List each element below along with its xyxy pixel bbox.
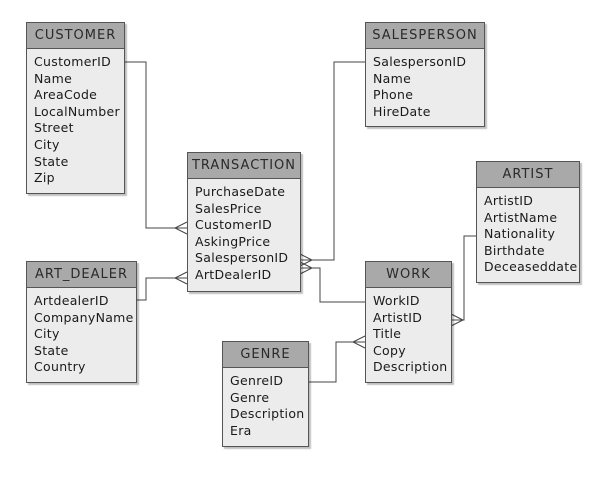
attribute-list: SalespersonID Name Phone HireDate (366, 49, 484, 120)
entity-title: CUSTOMER (27, 23, 124, 49)
attribute: Genre (230, 389, 270, 405)
attribute-list: WorkID ArtistID Title Copy Description (366, 288, 451, 376)
attribute: ArtistID (484, 193, 534, 208)
entity-title: SALESPERSON (366, 23, 484, 49)
attribute: AreaCode (34, 87, 98, 103)
attribute-list: CustomerID Name AreaCode LocalNumber Str… (27, 49, 124, 187)
entity-salesperson: SALESPERSON SalespersonID Name Phone Hir… (365, 22, 485, 127)
entity-art-dealer: ART_DEALER ArtdealerID CompanyName City … (26, 261, 137, 383)
rel-salesperson-transaction (300, 61, 365, 261)
attribute: Nationality (484, 226, 556, 242)
attribute: SalespersonID (195, 250, 289, 266)
entity-customer: CUSTOMER CustomerID Name AreaCode LocalN… (26, 22, 125, 194)
attribute: City (34, 326, 60, 342)
attribute-list: PurchaseDate SalesPrice CustomerID Askin… (188, 179, 300, 284)
attribute: CompanyName (34, 309, 134, 325)
attribute: SalespersonID (373, 54, 467, 69)
crowsfoot-transaction-customer (173, 221, 188, 235)
attribute: Description (230, 406, 305, 422)
attribute: AskingPrice (195, 233, 271, 249)
entity-title: TRANSACTION (188, 153, 300, 179)
entity-transaction: TRANSACTION PurchaseDate SalesPrice Cust… (187, 152, 301, 292)
rel-artdealer-transaction (137, 277, 187, 301)
entity-artist: ARTIST ArtistID ArtistName Nationality B… (476, 161, 580, 283)
entity-title: GENRE (223, 342, 308, 368)
attribute: PurchaseDate (195, 184, 286, 199)
attribute-list: GenreID Genre Description Era (223, 368, 308, 439)
rel-genre-work (308, 341, 365, 383)
attribute: Name (373, 70, 412, 86)
crowsfoot-transaction-work (299, 261, 314, 275)
entity-genre: GENRE GenreID Genre Description Era (222, 341, 309, 447)
attribute: Era (230, 422, 252, 438)
rel-customer-transaction (124, 61, 187, 229)
entity-title: ART_DEALER (27, 262, 136, 288)
rel-artist-work (451, 235, 476, 321)
entity-title: ARTIST (477, 162, 579, 188)
attribute: ArtdealerID (34, 293, 109, 308)
attribute: CustomerID (195, 217, 273, 233)
attribute: Street (34, 120, 74, 136)
attribute: Name (34, 70, 73, 86)
attribute: ArtistID (373, 309, 423, 325)
entity-title: WORK (366, 262, 451, 288)
attribute: ArtistName (484, 209, 558, 225)
attribute: Birthdate (484, 242, 545, 258)
attribute: Country (34, 359, 86, 375)
crowsfoot-work-artist (450, 313, 465, 327)
entity-work: WORK WorkID ArtistID Title Copy Descript… (365, 261, 452, 383)
attribute: HireDate (373, 103, 431, 119)
attribute: ArtDealerID (195, 266, 272, 282)
attribute: CustomerID (34, 54, 112, 69)
attribute-list: ArtistID ArtistName Nationality Birthdat… (477, 188, 579, 276)
attribute: Copy (373, 342, 406, 358)
rel-transaction-work (300, 267, 365, 303)
attribute: City (34, 136, 60, 152)
attribute: State (34, 342, 69, 358)
crowsfoot-work-genre (351, 335, 366, 349)
attribute: GenreID (230, 373, 284, 388)
attribute: Zip (34, 170, 55, 186)
attribute-list: ArtdealerID CompanyName City State Count… (27, 288, 136, 376)
attribute: State (34, 153, 69, 169)
attribute: Description (373, 359, 448, 375)
attribute: LocalNumber (34, 103, 120, 119)
attribute: Deceaseddate (484, 259, 578, 275)
attribute: SalesPrice (195, 200, 262, 216)
attribute: Phone (373, 87, 414, 103)
attribute: WorkID (373, 293, 420, 308)
attribute: Title (373, 326, 402, 342)
crowsfoot-transaction-artdealer (173, 271, 188, 285)
